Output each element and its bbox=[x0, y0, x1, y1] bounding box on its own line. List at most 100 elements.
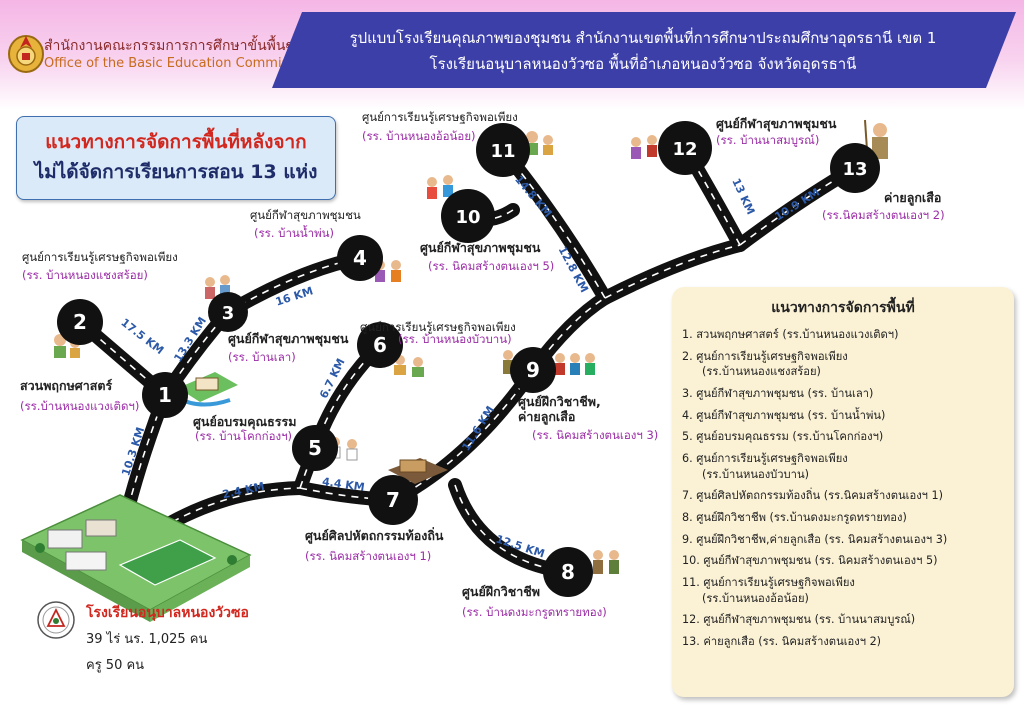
node-number-2: 2 bbox=[73, 310, 87, 334]
legend-item-text: 7. ศูนย์ศิลปหัตถกรรมท้องถิ่น (รร.นิคมสร้… bbox=[682, 489, 943, 503]
school-campus-illustration bbox=[20, 494, 252, 622]
node-7-school: (รร. นิคมสร้างตนเองฯ 1) bbox=[305, 549, 432, 563]
node-9-name-line2: ค่ายลูกเสือ bbox=[518, 409, 576, 424]
node-9 bbox=[510, 347, 556, 393]
node-10 bbox=[441, 189, 495, 243]
page-title-line-2: โรงเรียนอนุบาลหนองวัวซอ พื้นที่อำเภอหนอง… bbox=[429, 55, 857, 73]
node-markers bbox=[57, 121, 880, 597]
node-5-label: ศูนย์การเรียนรู้เศรษฐกิจพอเพียง (รร. บ้า… bbox=[22, 250, 178, 283]
legend-item-subtext: (รร.บ้านหนองอ้อน้อย) bbox=[702, 591, 809, 605]
node-12-name: ศูนย์กีฬาสุขภาพชุมชน bbox=[716, 116, 837, 131]
school-area-students: 39 ไร่ นร. 1,025 คน bbox=[86, 632, 208, 647]
node-12-label: ศูนย์กีฬาสุขภาพชุมชน (รร. บ้านนาสมบูรณ์) bbox=[716, 116, 836, 148]
node-1-name: ศูนย์อบรมคุณธรรม bbox=[193, 414, 297, 429]
node-number-10: 10 bbox=[455, 207, 480, 228]
legend-item-text: 4. ศูนย์กีฬาสุขภาพชุมชน (รร. บ้านน้ำพ่น) bbox=[682, 408, 886, 422]
node-13-name: ค่ายลูกเสือ bbox=[884, 190, 942, 205]
legend-title: แนวทางการจัดการพื้นที่ bbox=[771, 300, 915, 316]
node-3-label: ศูนย์กีฬาสุขภาพชุมชน (รร. บ้านเลา) bbox=[228, 331, 348, 365]
node-8-name: ศูนย์ฝึกวิชาชีพ bbox=[462, 584, 540, 599]
node-4 bbox=[337, 235, 383, 281]
people-icon-9 bbox=[503, 350, 595, 375]
people-icon-8 bbox=[593, 550, 619, 574]
node-4-school: (รร. บ้านน้ำพ่น) bbox=[254, 226, 335, 240]
node-number-5: 5 bbox=[308, 436, 322, 460]
node-5-name: ศูนย์การเรียนรู้เศรษฐกิจพอเพียง bbox=[22, 250, 178, 264]
legend-item-text: 10. ศูนย์กีฬาสุขภาพชุมชน (รร. นิคมสร้างต… bbox=[682, 554, 938, 568]
node-8-label: ศูนย์ฝึกวิชาชีพ (รร. บ้านดงมะกรูดทรายทอง… bbox=[462, 584, 607, 620]
legend-item-text: 2. ศูนย์การเรียนรู้เศรษฐกิจพอเพียง bbox=[682, 349, 848, 363]
legend-item: 13. ค่ายลูกเสือ (รร. นิคมสร้างตนเองฯ 2) bbox=[682, 634, 1010, 650]
legend-panel: แนวทางการจัดการพื้นที่ 1. สวนพฤกษศาสตร์ … bbox=[672, 287, 1014, 697]
headline-box: แนวทางการจัดการพื้นที่หลังจาก ไม่ได้จัดก… bbox=[16, 116, 336, 200]
node-number-7: 7 bbox=[386, 488, 400, 512]
school-seal-icon bbox=[37, 601, 75, 639]
legend-item-subtext: (รร.บ้านหนองบัวบาน) bbox=[702, 467, 809, 481]
node-10-label: ศูนย์กีฬาสุขภาพชุมชน (รร. นิคมสร้างตนเอง… bbox=[420, 240, 554, 274]
title-banner-shape bbox=[272, 12, 1016, 88]
node-11-label: ศูนย์การเรียนรู้เศรษฐกิจพอเพียง (รร. บ้า… bbox=[362, 110, 518, 144]
node-number-4: 4 bbox=[353, 246, 367, 270]
node-12-school: (รร. บ้านนาสมบูรณ์) bbox=[716, 133, 820, 147]
legend-item-text: 1. สวนพฤกษศาสตร์ (รร.บ้านหนองแวงเติดฯ) bbox=[682, 328, 899, 341]
node-1-label: ศูนย์อบรมคุณธรรม (รร. บ้านโคกก่องฯ) bbox=[193, 414, 296, 444]
node-8 bbox=[543, 547, 593, 597]
school-teachers: ครู 50 คน bbox=[86, 658, 145, 673]
legend-item-text: 12. ศูนย์กีฬาสุขภาพชุมชน (รร. บ้านนาสมบู… bbox=[682, 613, 916, 627]
legend-item: 5. ศูนย์อบรมคุณธรรม (รร.บ้านโคกก่องฯ) bbox=[682, 429, 1010, 445]
people-icon-11 bbox=[526, 131, 553, 155]
node-9-school: (รร. นิคมสร้างตนเองฯ 3) bbox=[532, 428, 659, 442]
legend-item-text: 5. ศูนย์อบรมคุณธรรม (รร.บ้านโคกก่องฯ) bbox=[682, 430, 884, 444]
legend-item: 4. ศูนย์กีฬาสุขภาพชุมชน (รร. บ้านน้ำพ่น) bbox=[682, 408, 1010, 424]
node-number-11: 11 bbox=[490, 141, 515, 162]
node-5 bbox=[292, 425, 338, 471]
legend-item-text: 3. ศูนย์กีฬาสุขภาพชุมชน (รร. บ้านเลา) bbox=[682, 386, 874, 400]
node-number-3: 3 bbox=[222, 303, 235, 324]
node-4-name: ศูนย์กีฬาสุขภาพชุมชน bbox=[250, 208, 361, 222]
obec-seal-icon bbox=[8, 35, 44, 73]
title-banner: รูปแบบโรงเรียนคุณภาพของชุมชน สำนักงานเขต… bbox=[268, 10, 1018, 90]
node-3 bbox=[208, 292, 248, 332]
legend-list: 1. สวนพฤกษศาสตร์ (รร.บ้านหนองแวงเติดฯ) 2… bbox=[682, 327, 1010, 656]
node-number-1: 1 bbox=[158, 383, 172, 407]
org-name-english: Office of the Basic Education Commission bbox=[44, 56, 315, 71]
obec-logo-block: สำนักงานคณะกรรมการการศึกษาขั้นพื้นฐาน Of… bbox=[6, 30, 315, 80]
legend-item: 11. ศูนย์การเรียนรู้เศรษฐกิจพอเพียง(รร.บ… bbox=[682, 575, 1010, 606]
node-7-label: ศูนย์ศิลปหัตถกรรมท้องถิ่น (รร. นิคมสร้าง… bbox=[305, 528, 443, 564]
people-icon-3 bbox=[205, 275, 230, 299]
legend-item-text: 13. ค่ายลูกเสือ (รร. นิคมสร้างตนเองฯ 2) bbox=[682, 635, 882, 649]
node-7 bbox=[368, 475, 418, 525]
node-10-school: (รร. นิคมสร้างตนเองฯ 5) bbox=[428, 259, 555, 273]
node-5-school: (รร. บ้านหนองแชงสร้อย) bbox=[22, 268, 148, 282]
node-number-9: 9 bbox=[526, 358, 540, 382]
node-8-school: (รร. บ้านดงมะกรูดทรายทอง) bbox=[462, 605, 607, 619]
node-6-name: ศูนย์การเรียนรู้เศรษฐกิจพอเพียง bbox=[360, 320, 516, 334]
node-11-name: ศูนย์การเรียนรู้เศรษฐกิจพอเพียง bbox=[362, 110, 518, 124]
legend-item-text: 9. ศูนย์ฝึกวิชาชีพ,ค่ายลูกเสือ (รร. นิคม… bbox=[682, 532, 948, 546]
headline-line-1: แนวทางการจัดการพื้นที่หลังจาก bbox=[45, 131, 307, 153]
node-6 bbox=[357, 322, 403, 368]
node-numbers: 1 2 3 4 5 6 7 8 9 10 11 12 13 bbox=[73, 139, 867, 584]
node-2 bbox=[57, 299, 103, 345]
node-1 bbox=[142, 372, 188, 418]
legend-item: 10. ศูนย์กีฬาสุขภาพชุมชน (รร. นิคมสร้างต… bbox=[682, 553, 1010, 569]
node-6-label: ศูนย์การเรียนรู้เศรษฐกิจพอเพียง (รร. บ้า… bbox=[360, 320, 516, 346]
legend-item-text: 11. ศูนย์การเรียนรู้เศรษฐกิจพอเพียง bbox=[682, 576, 855, 590]
legend-item-text: 6. ศูนย์การเรียนรู้เศรษฐกิจพอเพียง bbox=[682, 452, 848, 466]
node-13-school: (รร.นิคมสร้างตนเองฯ 2) bbox=[822, 208, 945, 222]
node-13-label: ค่ายลูกเสือ (รร.นิคมสร้างตนเองฯ 2) bbox=[822, 190, 945, 223]
school-name: โรงเรียนอนุบาลหนองวัวซอ bbox=[86, 605, 249, 621]
legend-item: 8. ศูนย์ฝึกวิชาชีพ (รร.บ้านดงมะกรูดทรายท… bbox=[682, 510, 1010, 526]
legend-item: 7. ศูนย์ศิลปหัตถกรรมท้องถิ่น (รร.นิคมสร้… bbox=[682, 488, 1010, 504]
node-13 bbox=[830, 143, 880, 193]
legend-item-subtext: (รร.บ้านหนองแชงสร้อย) bbox=[702, 365, 821, 379]
legend-item: 3. ศูนย์กีฬาสุขภาพชุมชน (รร. บ้านเลา) bbox=[682, 386, 1010, 402]
legend-item: 1. สวนพฤกษศาสตร์ (รร.บ้านหนองแวงเติดฯ) bbox=[682, 327, 1010, 343]
node-4-label: ศูนย์กีฬาสุขภาพชุมชน (รร. บ้านน้ำพ่น) bbox=[250, 208, 361, 241]
node-number-6: 6 bbox=[373, 333, 387, 357]
node-9-label: ศูนย์ฝึกวิชาชีพ, ค่ายลูกเสือ (รร. นิคมสร… bbox=[518, 394, 658, 443]
page-title-line-1: รูปแบบโรงเรียนคุณภาพของชุมชน สำนักงานเขต… bbox=[349, 29, 937, 47]
node-number-13: 13 bbox=[842, 159, 867, 180]
node-3-name: ศูนย์กีฬาสุขภาพชุมชน bbox=[228, 331, 349, 346]
